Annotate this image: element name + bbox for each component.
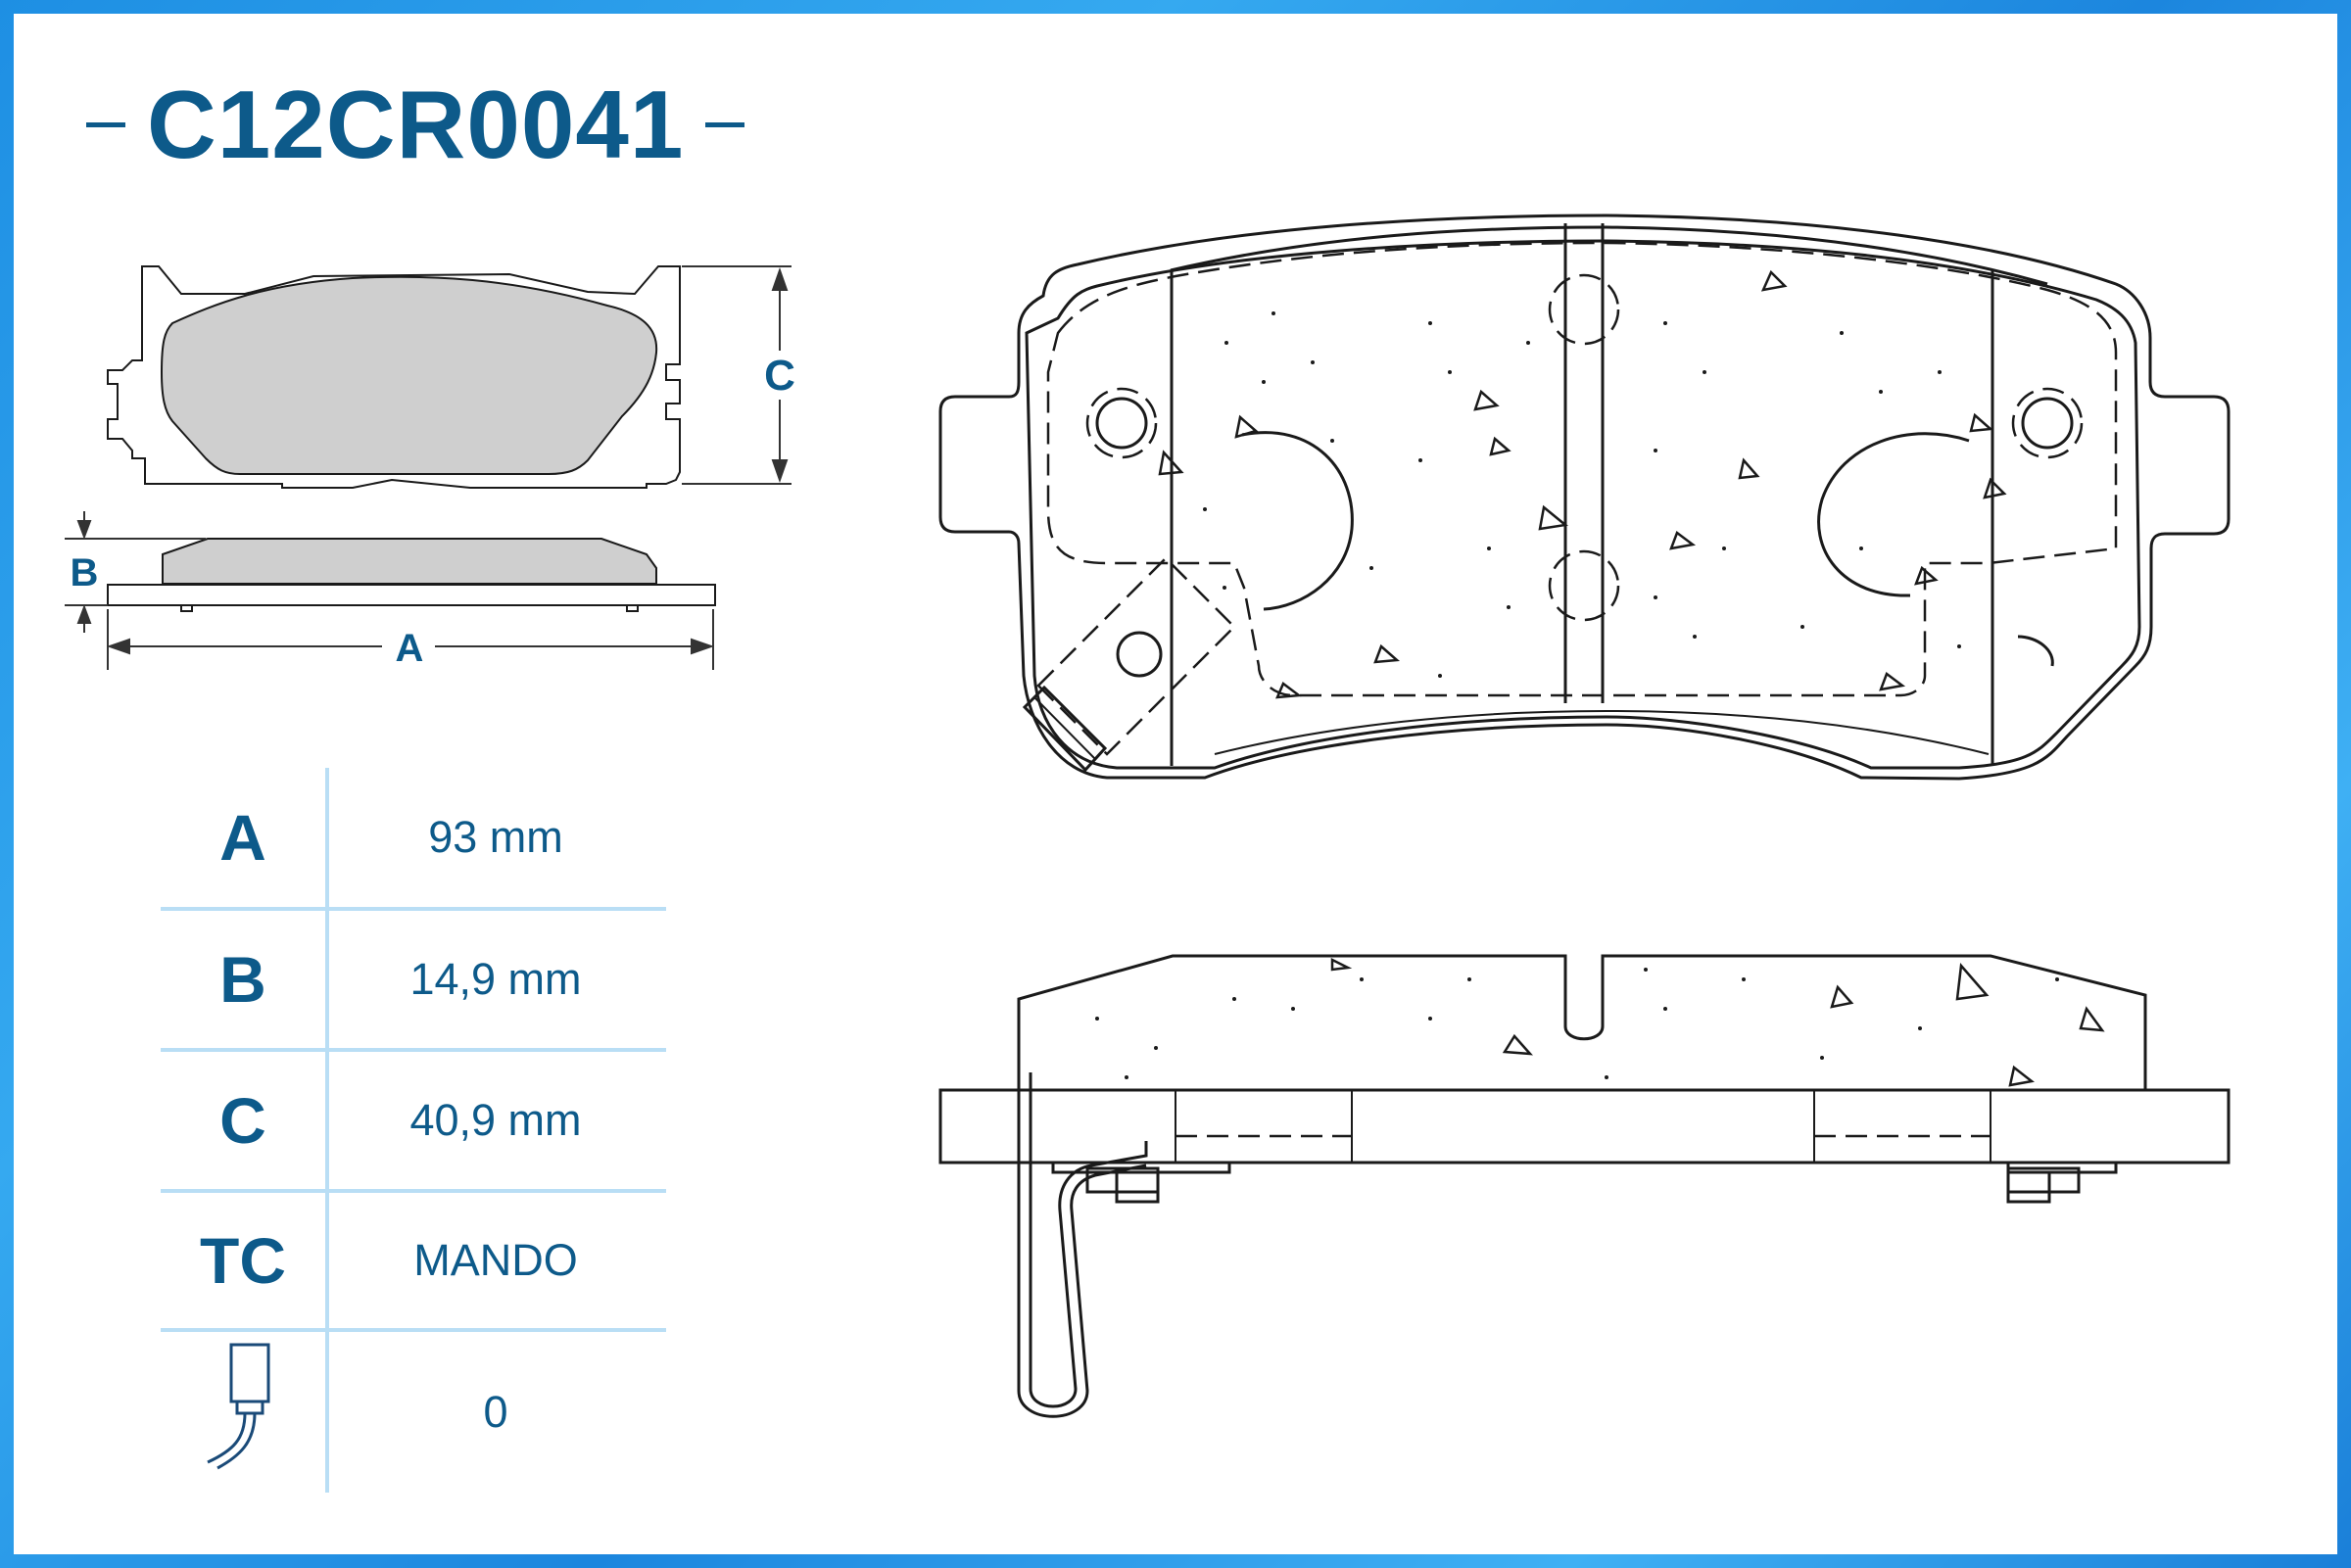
friction-texture xyxy=(1158,269,2007,699)
title-dash-left xyxy=(86,121,125,127)
hole-top-center-dashed xyxy=(1548,273,1620,346)
dim-label-b: B xyxy=(71,551,99,594)
spec-value: 40,9 mm xyxy=(409,1095,582,1145)
spec-row-tc: TC MANDO xyxy=(161,1193,666,1328)
spec-row-a: A 93 mm xyxy=(161,768,666,907)
friction-bottom-arc xyxy=(1214,709,1990,755)
spec-row-divider xyxy=(161,907,666,911)
spec-key: A xyxy=(219,801,266,874)
backplate-inner-outline xyxy=(1025,239,2141,770)
hole-center-dashed xyxy=(1548,549,1620,622)
hole-left xyxy=(1095,397,1148,450)
spec-value: 14,9 mm xyxy=(409,954,582,1004)
spec-table: A 93 mm B 14,9 mm C 40,9 mm TC MANDO 0 xyxy=(161,768,666,1493)
pin-arc-right xyxy=(1817,432,1970,597)
hole-clip xyxy=(1116,631,1163,678)
title-dash-right xyxy=(705,121,745,127)
spec-row-c: C 40,9 mm xyxy=(161,1052,666,1189)
friction-dots xyxy=(1203,311,1961,678)
dim-label-a: A xyxy=(396,627,424,670)
sketch-backplate-front xyxy=(107,265,681,489)
side-friction-block xyxy=(1017,954,2147,1090)
rivet-right-cap xyxy=(2006,1170,2051,1204)
sketch-friction-front xyxy=(160,275,658,475)
spec-value: MANDO xyxy=(413,1235,578,1285)
friction-top-arc xyxy=(1170,225,2048,286)
friction-dashed-outline xyxy=(1046,241,2118,697)
clip-dashed-outline xyxy=(1036,556,1236,756)
hole-right-dashed xyxy=(2011,387,2084,459)
spec-key xyxy=(161,1341,325,1485)
spec-row-divider xyxy=(161,1189,666,1193)
spec-row-b: B 14,9 mm xyxy=(161,911,666,1048)
hole-right xyxy=(2021,397,2074,450)
spec-row-wear-sensor: 0 xyxy=(161,1332,666,1493)
page-title: C12CR0041 xyxy=(86,70,745,178)
spec-key: B xyxy=(219,943,266,1016)
dim-label-c: C xyxy=(764,352,795,400)
spec-value: 93 mm xyxy=(428,812,563,862)
spec-key: TC xyxy=(200,1224,286,1297)
wear-sensor-icon xyxy=(207,1343,270,1469)
spec-row-divider xyxy=(161,1328,666,1332)
pin-arc-small-right xyxy=(2017,635,2054,667)
spec-column-divider xyxy=(325,768,329,1493)
wear-clip-tab xyxy=(1022,685,1108,773)
part-code: C12CR0041 xyxy=(147,70,685,178)
backplate-outline xyxy=(938,214,2231,781)
sketch-backplate-side xyxy=(107,584,716,606)
spec-row-divider xyxy=(161,1048,666,1052)
spec-value: 0 xyxy=(483,1387,508,1437)
pin-arc-left xyxy=(1241,431,1354,611)
rivet-left-cap xyxy=(1115,1170,1160,1204)
wear-clip-spring xyxy=(1017,1072,1147,1418)
spec-key: C xyxy=(219,1084,266,1157)
sketch-side-notches xyxy=(180,605,639,612)
side-backplate xyxy=(938,1088,2231,1164)
hole-left-dashed xyxy=(1085,387,1158,459)
